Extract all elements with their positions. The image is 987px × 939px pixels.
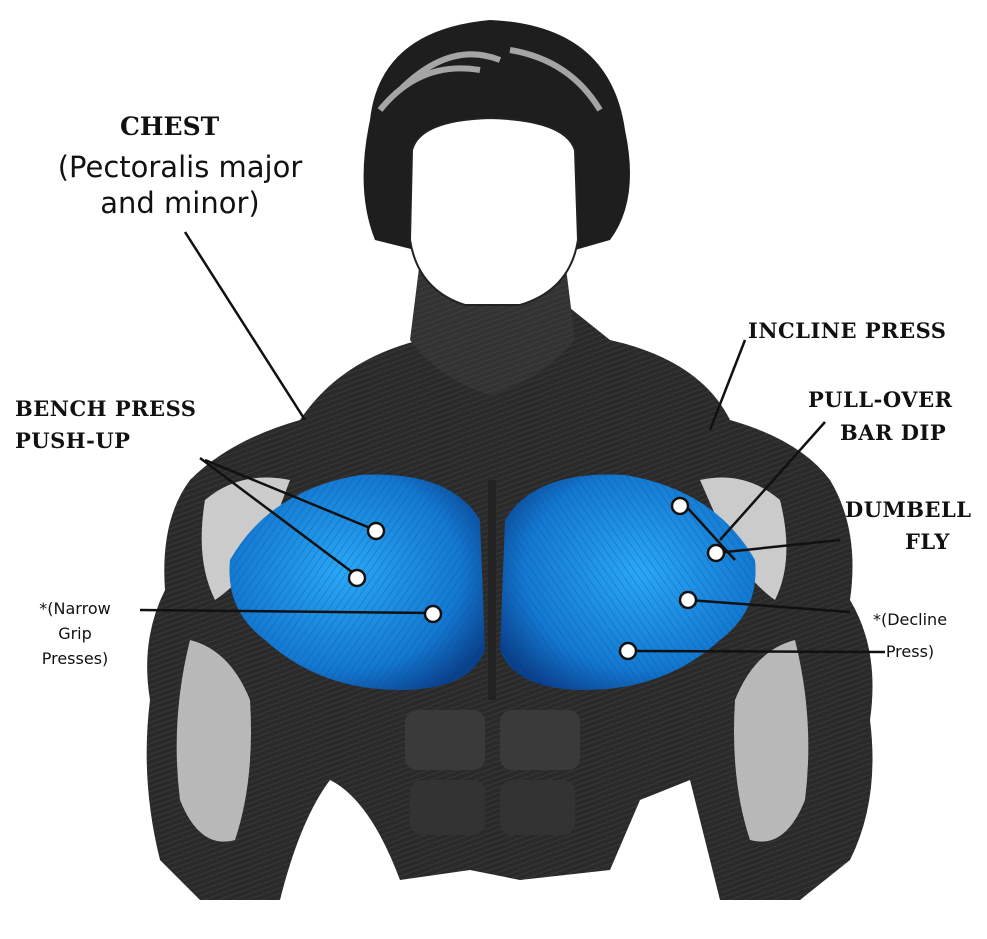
pull-over-label: PULL-OVER [808, 385, 953, 415]
marker-dot [672, 498, 688, 514]
narrow-grip-label-line3: Presses) [5, 647, 145, 670]
marker-dot [368, 523, 384, 539]
narrow-grip-label-line2: Grip [5, 622, 145, 645]
marker-dot [425, 606, 441, 622]
narrow-grip-label-line1: *(Narrow [5, 597, 145, 620]
chest-subtitle-line2: and minor) [15, 186, 345, 220]
dumbell-label: DUMBELL [845, 495, 972, 525]
push-up-label: PUSH-UP [15, 426, 130, 456]
decline-label-line2: Press) [845, 640, 975, 663]
marker-dot [349, 570, 365, 586]
decline-label-line1: *(Decline [845, 608, 975, 631]
fly-label: FLY [905, 527, 950, 557]
head [364, 20, 630, 305]
chest-leader-line [185, 232, 305, 420]
marker-dot [708, 545, 724, 561]
bench-press-label: BENCH PRESS [15, 394, 196, 424]
chest-title: CHEST [120, 112, 219, 141]
incline-press-label: INCLINE PRESS [748, 316, 946, 346]
marker-dot [680, 592, 696, 608]
bar-dip-label: BAR DIP [840, 418, 946, 448]
chest-subtitle-line1: (Pectoralis major [15, 150, 345, 184]
marker-dot [620, 643, 636, 659]
